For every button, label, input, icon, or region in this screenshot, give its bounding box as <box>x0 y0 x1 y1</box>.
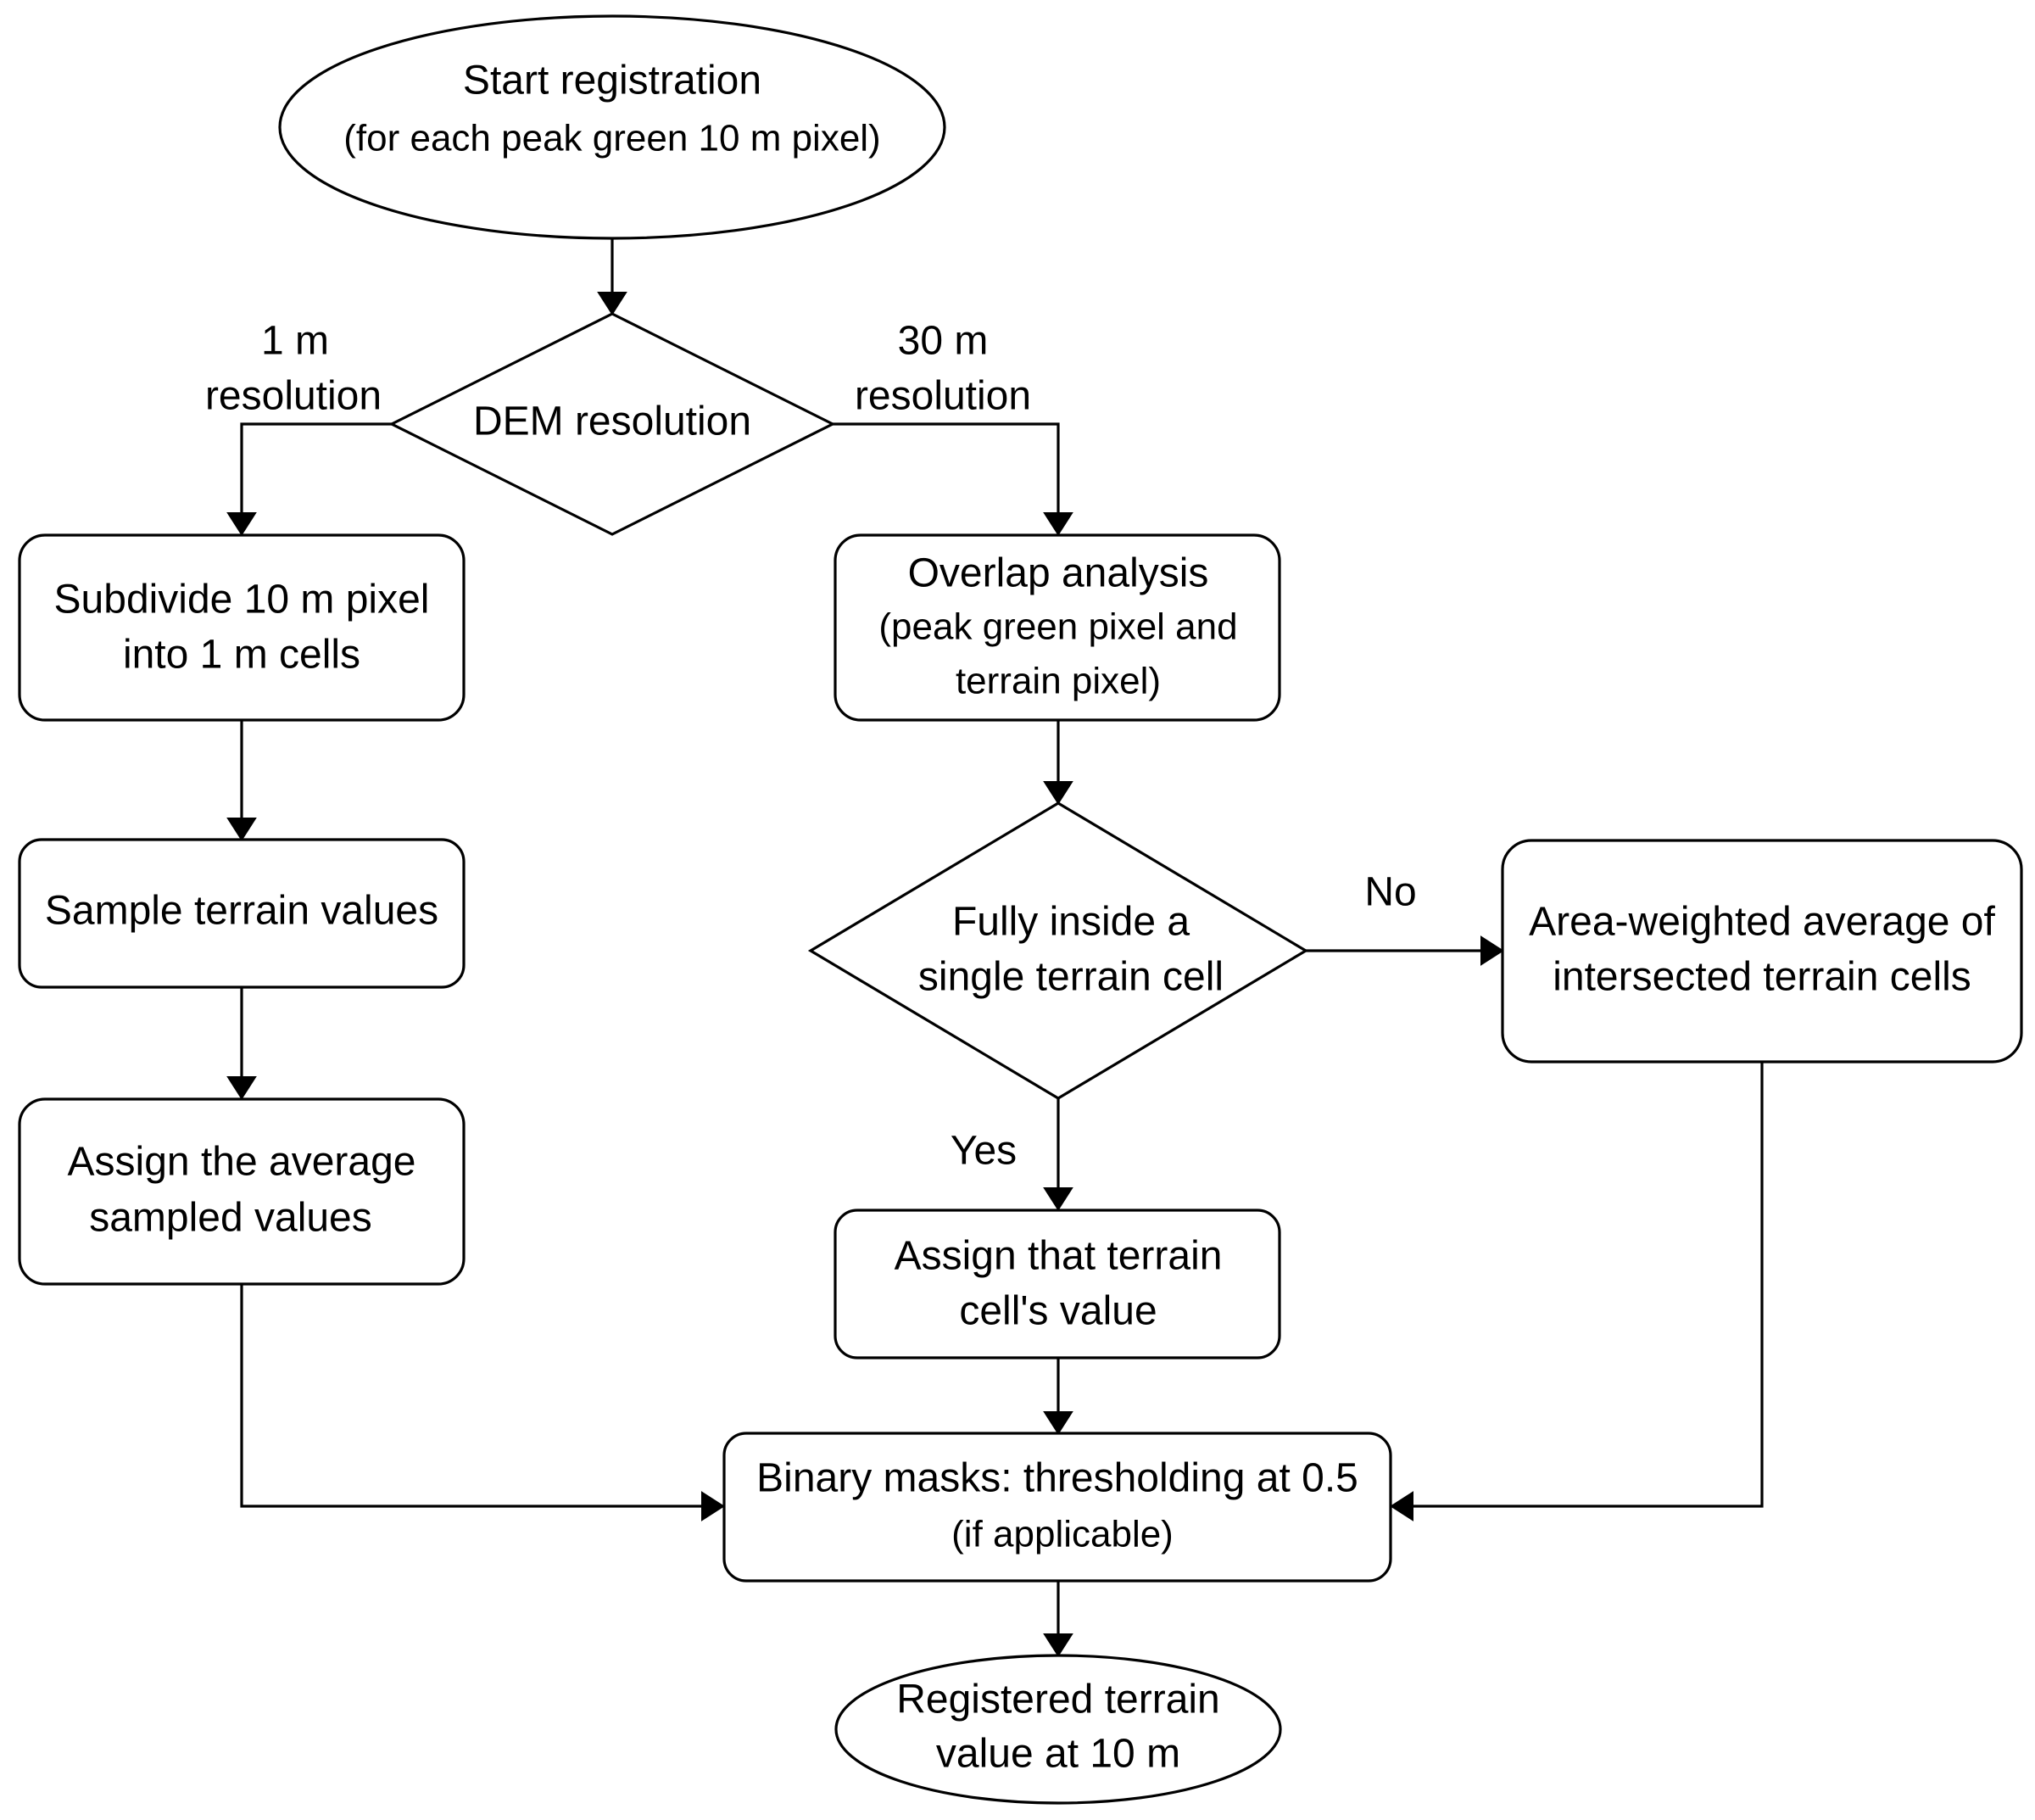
arrowhead-assign-cell-to-binary <box>1043 1411 1073 1435</box>
overlap-node: Overlap analysis (peak green pixel and t… <box>834 533 1281 722</box>
area-weighted-node: Area-weighted average of intersected ter… <box>1501 839 2023 1064</box>
edge-dem-to-subdivide <box>240 422 392 513</box>
edge-labels: 1 m resolution 30 m resolution No Yes <box>205 319 1417 1174</box>
edge-label-no: No <box>1364 870 1416 915</box>
assign-average-label-line1: Assign the average <box>68 1140 416 1185</box>
arrowhead-inside-to-area-weighted <box>1480 935 1504 966</box>
binary-masks-label-line1: Binary masks: thresholding at 0.5 <box>756 1456 1358 1501</box>
edge-label-1m-line1: 1 m <box>261 319 329 364</box>
start-ellipse <box>278 14 946 240</box>
arrowhead-overlap-to-inside <box>1043 781 1073 805</box>
arrowhead-subdivide-to-sample <box>226 818 257 841</box>
arrowhead-inside-to-assign-cell <box>1043 1187 1073 1211</box>
end-node: Registered terrain value at 10 m <box>834 1654 1282 1805</box>
subdivide-box <box>18 533 466 722</box>
subdivide-node: Subdivide 10 m pixel into 1 m cells <box>18 533 466 722</box>
fully-inside-label-line2: single terrain cell <box>918 955 1224 1000</box>
assign-cell-node: Assign that terrain cell's value <box>834 1209 1281 1359</box>
dem-resolution-decision: DEM resolution <box>388 312 836 536</box>
dem-resolution-label: DEM resolution <box>473 399 751 444</box>
edge-label-yes: Yes <box>951 1129 1017 1174</box>
binary-masks-label-line2: (if applicable) <box>951 1514 1174 1555</box>
arrowhead-dem-to-overlap <box>1043 512 1073 536</box>
end-label-line1: Registered terrain <box>896 1678 1220 1722</box>
end-label-line2: value at 10 m <box>936 1732 1180 1777</box>
area-weighted-box <box>1501 839 2023 1064</box>
fully-inside-label-line1: Fully inside a <box>952 900 1190 945</box>
binary-masks-node: Binary masks: thresholding at 0.5 (if ap… <box>722 1432 1392 1583</box>
assign-average-node: Assign the average sampled values <box>18 1097 466 1286</box>
overlap-label-line3: terrain pixel) <box>956 661 1161 702</box>
sample-label-line1: Sample terrain values <box>45 889 438 934</box>
arrowhead-start-to-dem <box>597 292 627 315</box>
edge-dem-to-overlap <box>833 422 1060 513</box>
subdivide-label-line2: into 1 m cells <box>123 633 360 678</box>
subdivide-label-line1: Subdivide 10 m pixel <box>54 578 430 622</box>
area-weighted-label-line2: intersected terrain cells <box>1553 955 1971 1000</box>
edge-label-30m-line2: resolution <box>855 374 1031 419</box>
arrowhead-assign-average-to-binary <box>701 1491 725 1521</box>
start-node: Start registration (for each peak green … <box>278 14 946 240</box>
edge-label-30m-line1: 30 m <box>898 319 989 364</box>
edge-assign-average-to-binary <box>240 1284 702 1508</box>
edge-area-weighted-to-binary <box>1413 1063 1764 1508</box>
assign-average-box <box>18 1097 466 1286</box>
assign-cell-label-line2: cell's value <box>959 1289 1157 1334</box>
arrowhead-area-weighted-to-binary <box>1390 1491 1413 1521</box>
arrowhead-dem-to-subdivide <box>226 512 257 536</box>
overlap-box <box>834 533 1281 722</box>
edge-label-1m-line2: resolution <box>205 374 382 419</box>
start-label-line1: Start registration <box>463 59 761 103</box>
start-label-line2: (for each peak green 10 m pixel) <box>343 118 880 159</box>
overlap-label-line1: Overlap analysis <box>908 551 1209 596</box>
assign-cell-label-line1: Assign that terrain <box>895 1234 1223 1279</box>
dem-resolution-diamond <box>388 312 836 536</box>
overlap-label-line2: (peak green pixel and <box>878 606 1237 648</box>
end-ellipse <box>834 1654 1282 1805</box>
assign-cell-box <box>834 1209 1281 1359</box>
fully-inside-decision: Fully inside a single terrain cell <box>807 801 1309 1100</box>
edges <box>226 239 1764 1657</box>
sample-box <box>18 838 466 989</box>
sample-node: Sample terrain values <box>18 838 466 989</box>
fully-inside-diamond <box>807 801 1309 1100</box>
area-weighted-label-line1: Area-weighted average of <box>1529 900 1995 945</box>
arrowhead-sample-to-assign-average <box>226 1076 257 1100</box>
arrowhead-binary-to-end <box>1043 1633 1073 1657</box>
assign-average-label-line2: sampled values <box>89 1196 372 1241</box>
binary-masks-box <box>722 1432 1392 1583</box>
